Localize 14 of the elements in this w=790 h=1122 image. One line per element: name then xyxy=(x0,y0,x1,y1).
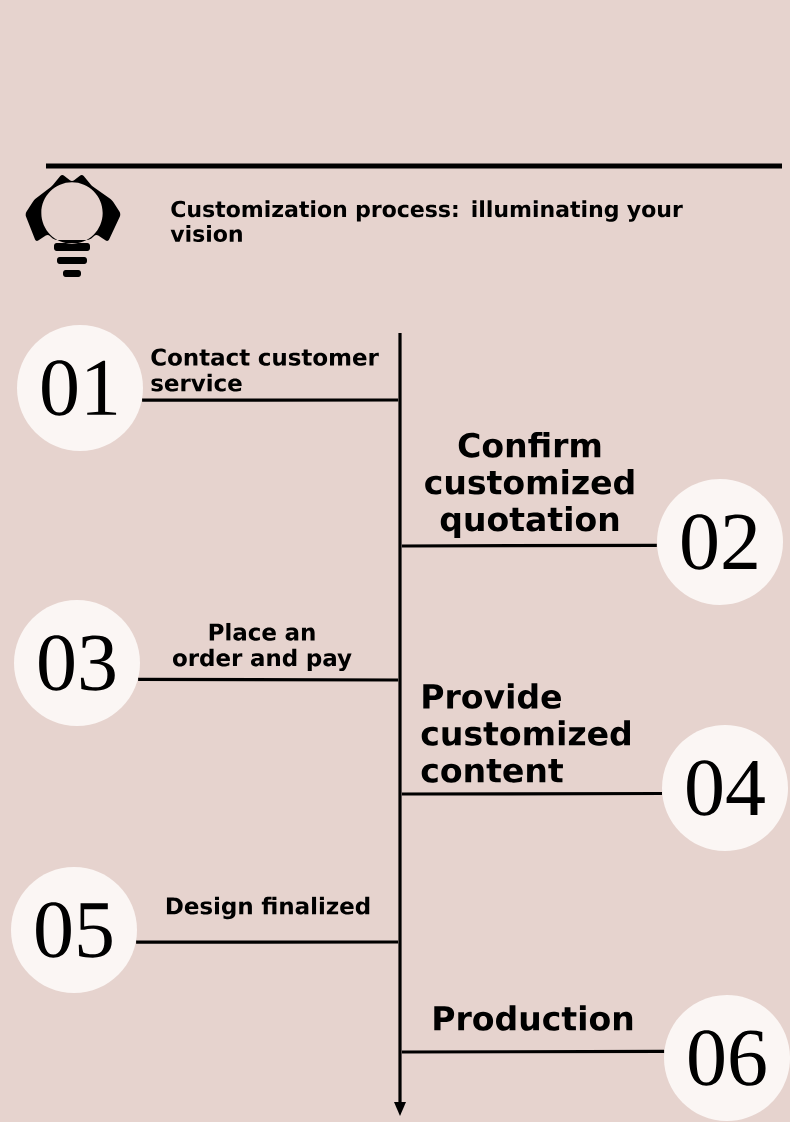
step-label: Production xyxy=(434,1005,633,1031)
title: Customization process: illuminating your vision xyxy=(170,200,683,242)
step-label: Design finalized xyxy=(166,896,370,920)
connector-line xyxy=(136,940,399,944)
connector-line xyxy=(401,791,662,796)
connector-line xyxy=(401,1049,665,1054)
step-label: Contact customer service xyxy=(151,348,379,392)
connector-line xyxy=(401,543,657,548)
step-label: Confirm customized quotation xyxy=(425,432,634,538)
timeline-arrow xyxy=(394,333,406,1116)
step-label: Provide customized content xyxy=(421,683,630,783)
connector-line xyxy=(138,677,399,682)
step-label: Place an order and pay xyxy=(173,622,352,672)
connector-line xyxy=(142,398,399,402)
